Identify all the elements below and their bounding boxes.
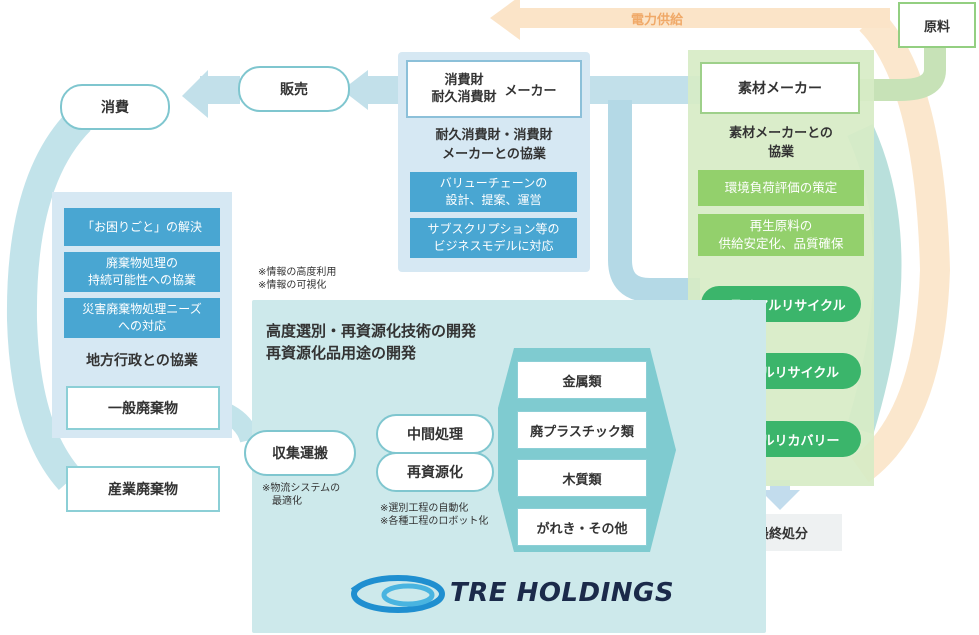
final-disposal-label: 最終処分	[755, 527, 808, 542]
local-gov-collab-heading: 地方行政との協業	[86, 353, 198, 369]
intermediate-label: 中間処理	[407, 427, 463, 443]
raw-material-box: 原料	[898, 2, 976, 48]
manufacturer-item-0: バリューチェーンの 設計、提案、運営	[410, 172, 577, 212]
power-supply-label: 電力供給	[631, 13, 684, 28]
process-note-1: ※各種工程のロボット化	[380, 516, 489, 527]
local-gov-item-1: 廃棄物処理の 持続可能性への協業	[64, 252, 220, 292]
manufacturer-item-1-line2: ビジネスモデルに対応	[433, 239, 554, 253]
manufacturer-title-line2: 耐久消費財	[431, 90, 497, 105]
material-wood: 木質類	[517, 459, 647, 497]
local-gov-item-2: 災害廃棄物処理ニーズ への対応	[64, 298, 220, 338]
manufacturer-title-box: 消費財 耐久消費財 メーカー	[406, 60, 582, 118]
material-maker-collab-heading: 素材メーカーとの 協業	[688, 124, 874, 162]
local-gov-item-2-line1: 災害廃棄物処理ニーズ	[82, 302, 202, 316]
raw-material-label: 原料	[923, 19, 950, 35]
material-item-0-line1: 環境負荷評価の策定	[724, 180, 838, 195]
consumption-loop	[6, 109, 91, 491]
power-supply-arrow	[850, 9, 951, 483]
recycling-pill: 再資源化	[376, 452, 494, 492]
recycling-label: 再資源化	[407, 465, 463, 481]
manufacturer-title-suffix: メーカー	[504, 83, 557, 99]
material-maker-title-box: 素材メーカー	[700, 62, 860, 114]
consumption-label: 消費	[101, 100, 129, 116]
process-notes: ※選別工程の自動化 ※各種工程のロボット化	[380, 502, 488, 528]
intermediate-pill: 中間処理	[376, 414, 494, 454]
local-gov-item-1-line1: 廃棄物処理の	[105, 256, 178, 270]
info-note-0: ※情報の高度利用	[258, 267, 337, 278]
sales-pill: 販売	[238, 66, 350, 112]
tre-heading-line1: 高度選別・再資源化技術の開発	[266, 322, 477, 340]
local-gov-item-2-line2: への対応	[117, 319, 166, 333]
local-gov-item-0-line1: 「お困りごと」の解決	[81, 219, 202, 234]
collection-note-line1: ※物流システムの	[262, 483, 341, 494]
manufacturer-collab-line2: メーカーとの協業	[442, 147, 546, 162]
general-waste-box: 一般廃棄物	[66, 386, 220, 430]
tre-heading-line2: 再資源化品用途の開発	[266, 344, 417, 362]
collection-label: 収集運搬	[272, 446, 328, 462]
sales-label: 販売	[280, 82, 308, 98]
tre-heading: 高度選別・再資源化技術の開発 再資源化品用途の開発	[266, 320, 476, 364]
manufacturer-item-1-line1: サブスクリプション等の	[427, 222, 560, 236]
industrial-waste-box: 産業廃棄物	[66, 466, 220, 512]
material-maker-title: 素材メーカー	[738, 81, 822, 97]
consumption-pill: 消費	[60, 84, 170, 130]
manufacturer-title-line1: 消費財	[444, 73, 484, 88]
collection-pill: 収集運搬	[244, 430, 356, 476]
local-gov-item-0: 「お困りごと」の解決	[64, 208, 220, 246]
material-item-1-line1: 再生原料の	[749, 218, 813, 233]
manufacturer-collab-line1: 耐久消費財・消費財	[435, 128, 553, 143]
material-item-1: 再生原料の 供給安定化、品質確保	[698, 214, 864, 256]
manufacturer-item-0-line2: 設計、提案、運営	[445, 193, 542, 207]
local-gov-item-1-line2: 持続可能性への協業	[87, 273, 196, 287]
material-plastic: 廃プラスチック類	[517, 411, 647, 449]
tre-logo-text: TRE HOLDINGS	[450, 578, 675, 608]
industrial-waste-label: 産業廃棄物	[108, 482, 178, 498]
manufacturer-item-1: サブスクリプション等の ビジネスモデルに対応	[410, 218, 577, 258]
material-item-1-line2: 供給安定化、品質確保	[718, 236, 844, 251]
info-note-1: ※情報の可視化	[258, 280, 327, 291]
material-metal: 金属類	[517, 361, 647, 399]
manufacturer-collab-heading: 耐久消費財・消費財 メーカーとの協業	[398, 126, 590, 164]
material-collab-line2: 協業	[767, 145, 794, 160]
info-notes: ※情報の高度利用 ※情報の可視化	[258, 266, 336, 292]
collection-note: ※物流システムの 最適化	[262, 482, 340, 508]
raw-material-arrow	[860, 45, 946, 101]
process-note-0: ※選別工程の自動化	[380, 503, 469, 514]
general-waste-label: 一般廃棄物	[108, 401, 178, 417]
material-item-0: 環境負荷評価の策定	[698, 170, 864, 206]
collection-note-line2: 最適化	[272, 496, 302, 507]
material-collab-line1: 素材メーカーとの	[729, 126, 833, 141]
manufacturer-item-0-line1: バリューチェーンの	[439, 176, 548, 190]
material-rubble: がれき・その他	[517, 508, 647, 546]
